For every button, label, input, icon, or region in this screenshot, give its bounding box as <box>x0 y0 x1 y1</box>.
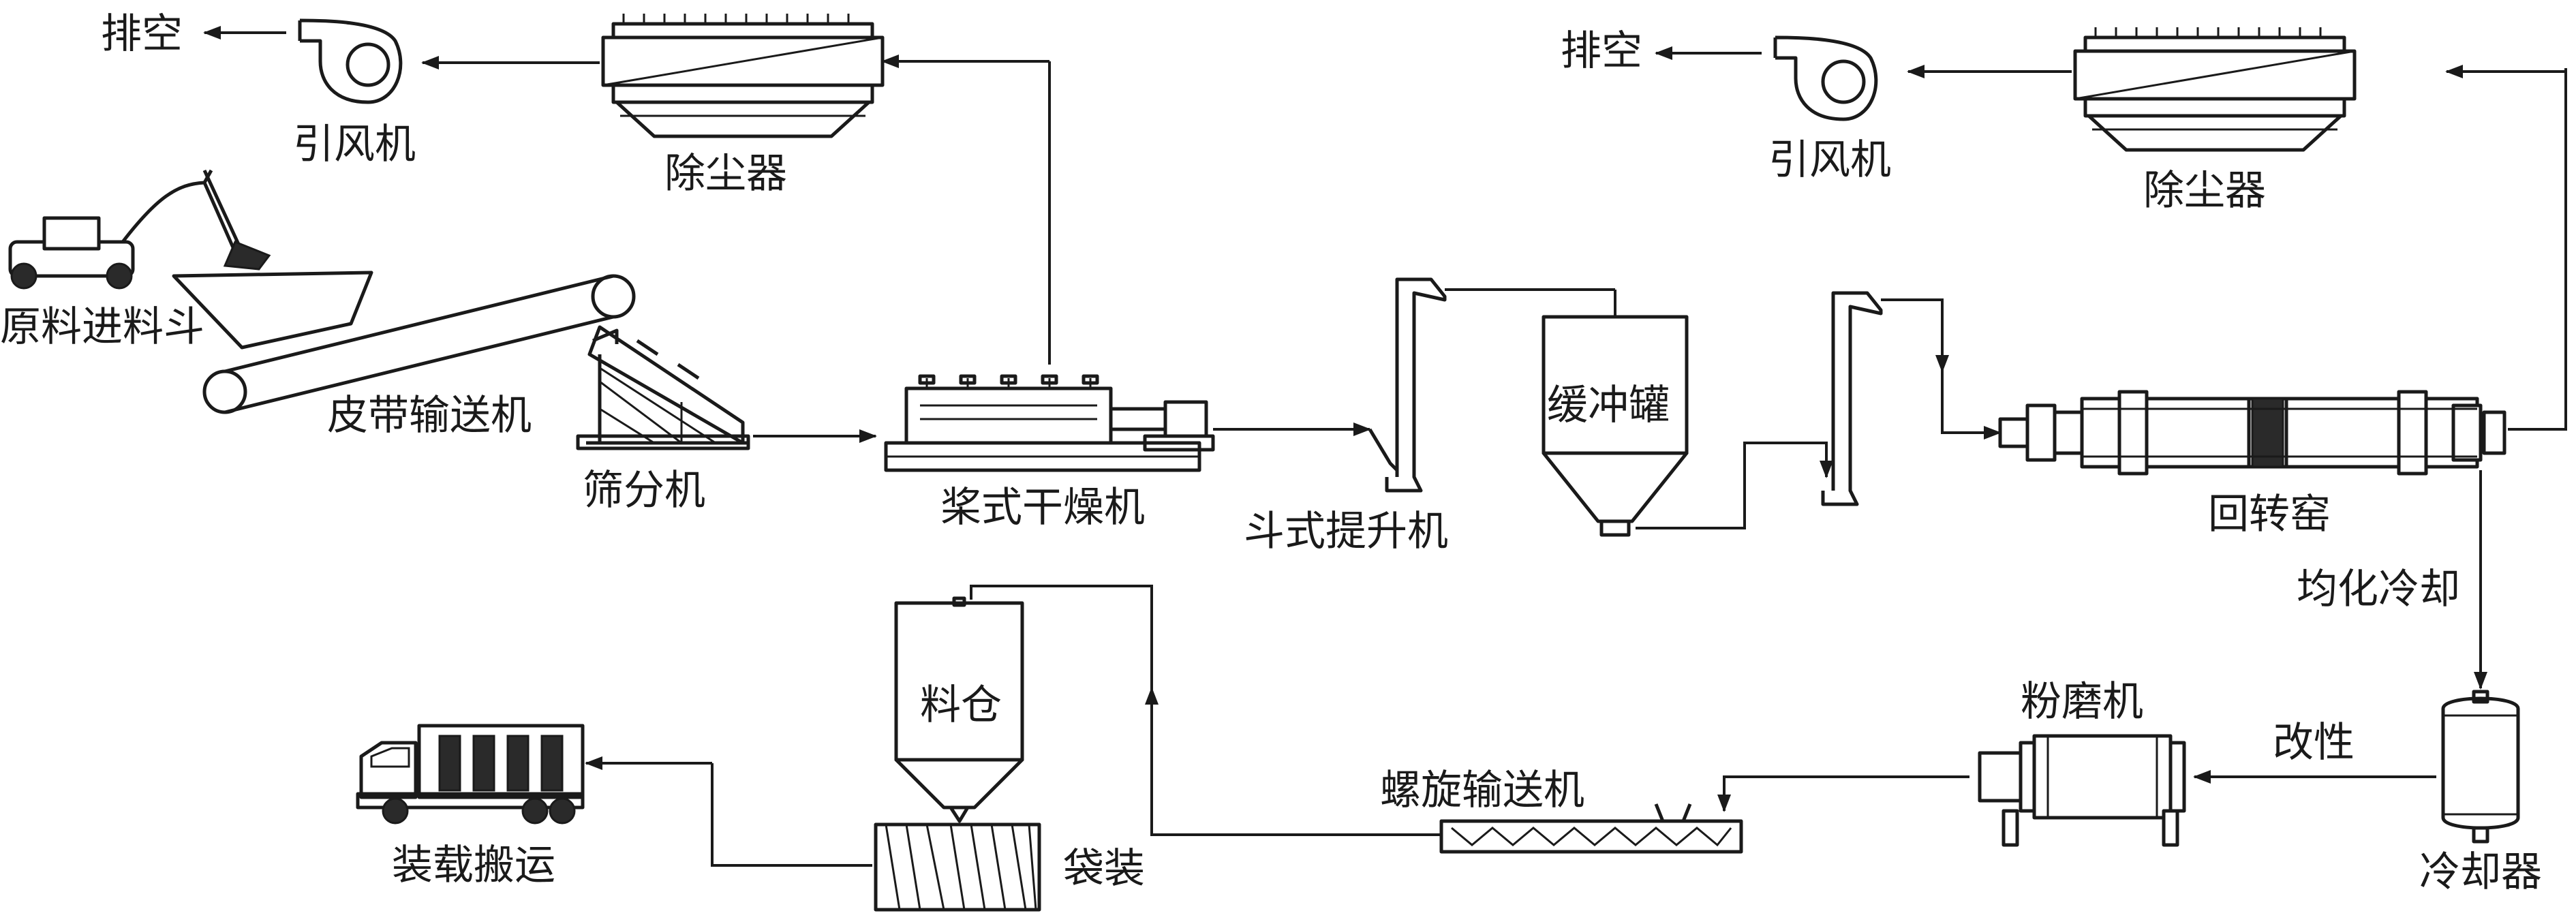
silo-label: 料仓 <box>920 681 1002 729</box>
modification-label: 改性 <box>2273 719 2355 767</box>
screw-to-silo-line <box>970 585 1441 836</box>
buffer-to-elevator-line <box>1636 442 1828 529</box>
screen-label: 筛分机 <box>583 467 705 514</box>
cooler-label: 冷却器 <box>2419 848 2542 896</box>
excavator-icon <box>8 169 271 290</box>
bucket-elevator-1 <box>1368 277 1447 493</box>
paddle-dryer-label: 桨式干燥机 <box>940 484 1145 532</box>
mill-to-screw-line <box>1723 775 1969 807</box>
bagging-label: 袋装 <box>1063 845 1145 893</box>
bucket-elevator-label: 斗式提升机 <box>1244 508 1448 555</box>
mill-label: 粉磨机 <box>2021 678 2143 726</box>
rotary-kiln <box>1998 390 2506 476</box>
screw-conveyor <box>1439 803 1743 854</box>
buffer-tank <box>1542 315 1689 537</box>
bagging-machine <box>874 822 1041 912</box>
exhaust-label-2: 排空 <box>1561 27 1642 75</box>
centrifugal-fan-icon <box>1773 35 1878 121</box>
bucket-elevator-2 <box>1821 291 1883 506</box>
silo <box>894 596 1024 823</box>
elevator2-to-kiln <box>1881 298 1944 361</box>
bag-filter-icon <box>601 14 885 138</box>
feed-hopper-label: 原料进料斗 <box>0 303 204 351</box>
dust-collector-label-2: 除尘器 <box>2143 167 2266 215</box>
rotary-kiln-label: 回转窑 <box>2208 491 2331 538</box>
vibrating-screen <box>576 325 750 450</box>
cooler <box>2441 690 2520 844</box>
exhaust-left-group: 排空 引风机 除尘器 <box>101 10 1051 365</box>
loading-transport-label: 装载搬运 <box>392 842 555 889</box>
ball-mill <box>1978 734 2186 847</box>
screw-conveyor-label: 螺旋输送机 <box>1380 767 1584 814</box>
buffer-tank-label: 缓冲罐 <box>1547 382 1670 429</box>
fan-label-2: 引风机 <box>1768 136 1891 184</box>
bagging-to-truck-line <box>711 770 872 867</box>
feed-hopper <box>172 271 373 350</box>
belt-conveyor-label: 皮带输送机 <box>327 392 532 440</box>
bag-filter-icon <box>2073 27 2357 152</box>
exhaust-label-1: 排空 <box>101 10 183 58</box>
kiln-gas-line <box>2508 75 2567 431</box>
homogenize-cool-label: 均化冷却 <box>2297 566 2460 613</box>
fan-label-1: 引风机 <box>293 121 416 168</box>
kiln-feed-line <box>1941 371 1997 434</box>
paddle-dryer <box>884 374 1215 472</box>
belt-conveyor <box>202 274 636 414</box>
centrifugal-fan-icon <box>298 18 403 104</box>
truck-icon <box>356 724 585 825</box>
dust-collector-label-1: 除尘器 <box>664 150 787 198</box>
